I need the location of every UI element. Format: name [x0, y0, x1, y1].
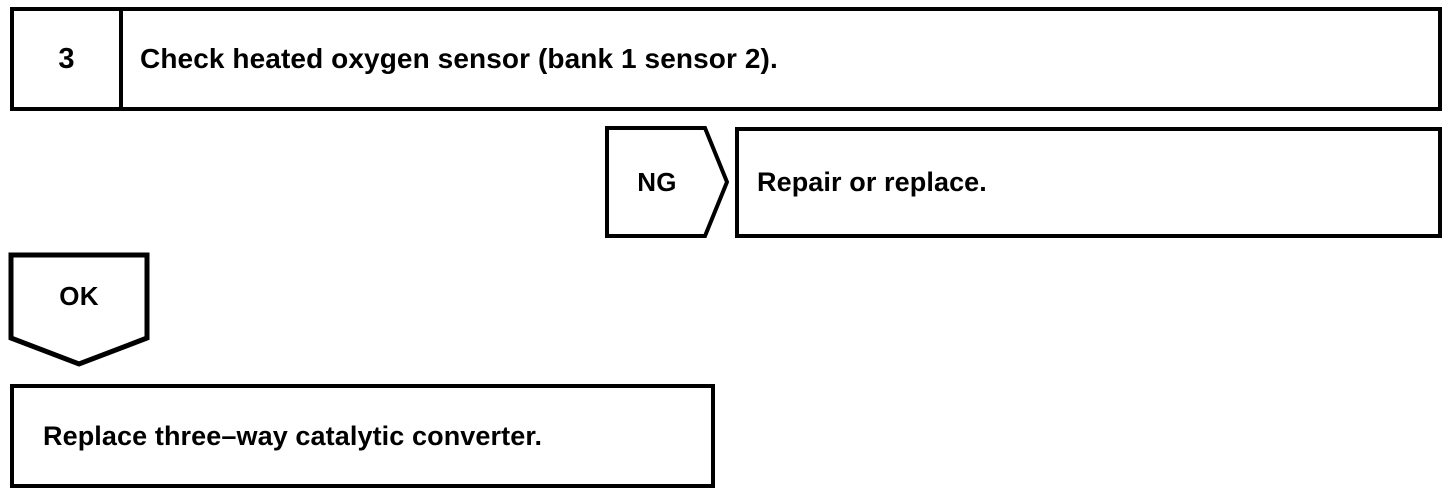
final-action-box: Replace three–way catalytic converter.: [10, 384, 715, 488]
repair-or-replace-text: Repair or replace.: [757, 167, 987, 197]
ng-branch-label: NG: [637, 167, 677, 197]
step-instruction-cell: Check heated oxygen sensor (bank 1 senso…: [123, 11, 1438, 107]
final-action-text: Replace three–way catalytic converter.: [43, 420, 543, 451]
repair-or-replace-box: Repair or replace.: [735, 127, 1442, 238]
step-box: 3 Check heated oxygen sensor (bank 1 sen…: [10, 7, 1442, 111]
step-number-cell: 3: [14, 11, 123, 107]
ok-branch-pentagon: [8, 252, 150, 367]
step-instruction-text: Check heated oxygen sensor (bank 1 senso…: [140, 43, 778, 74]
ok-branch-label: OK: [59, 281, 99, 311]
ng-branch-pentagon: [605, 126, 729, 238]
step-number: 3: [58, 42, 75, 75]
